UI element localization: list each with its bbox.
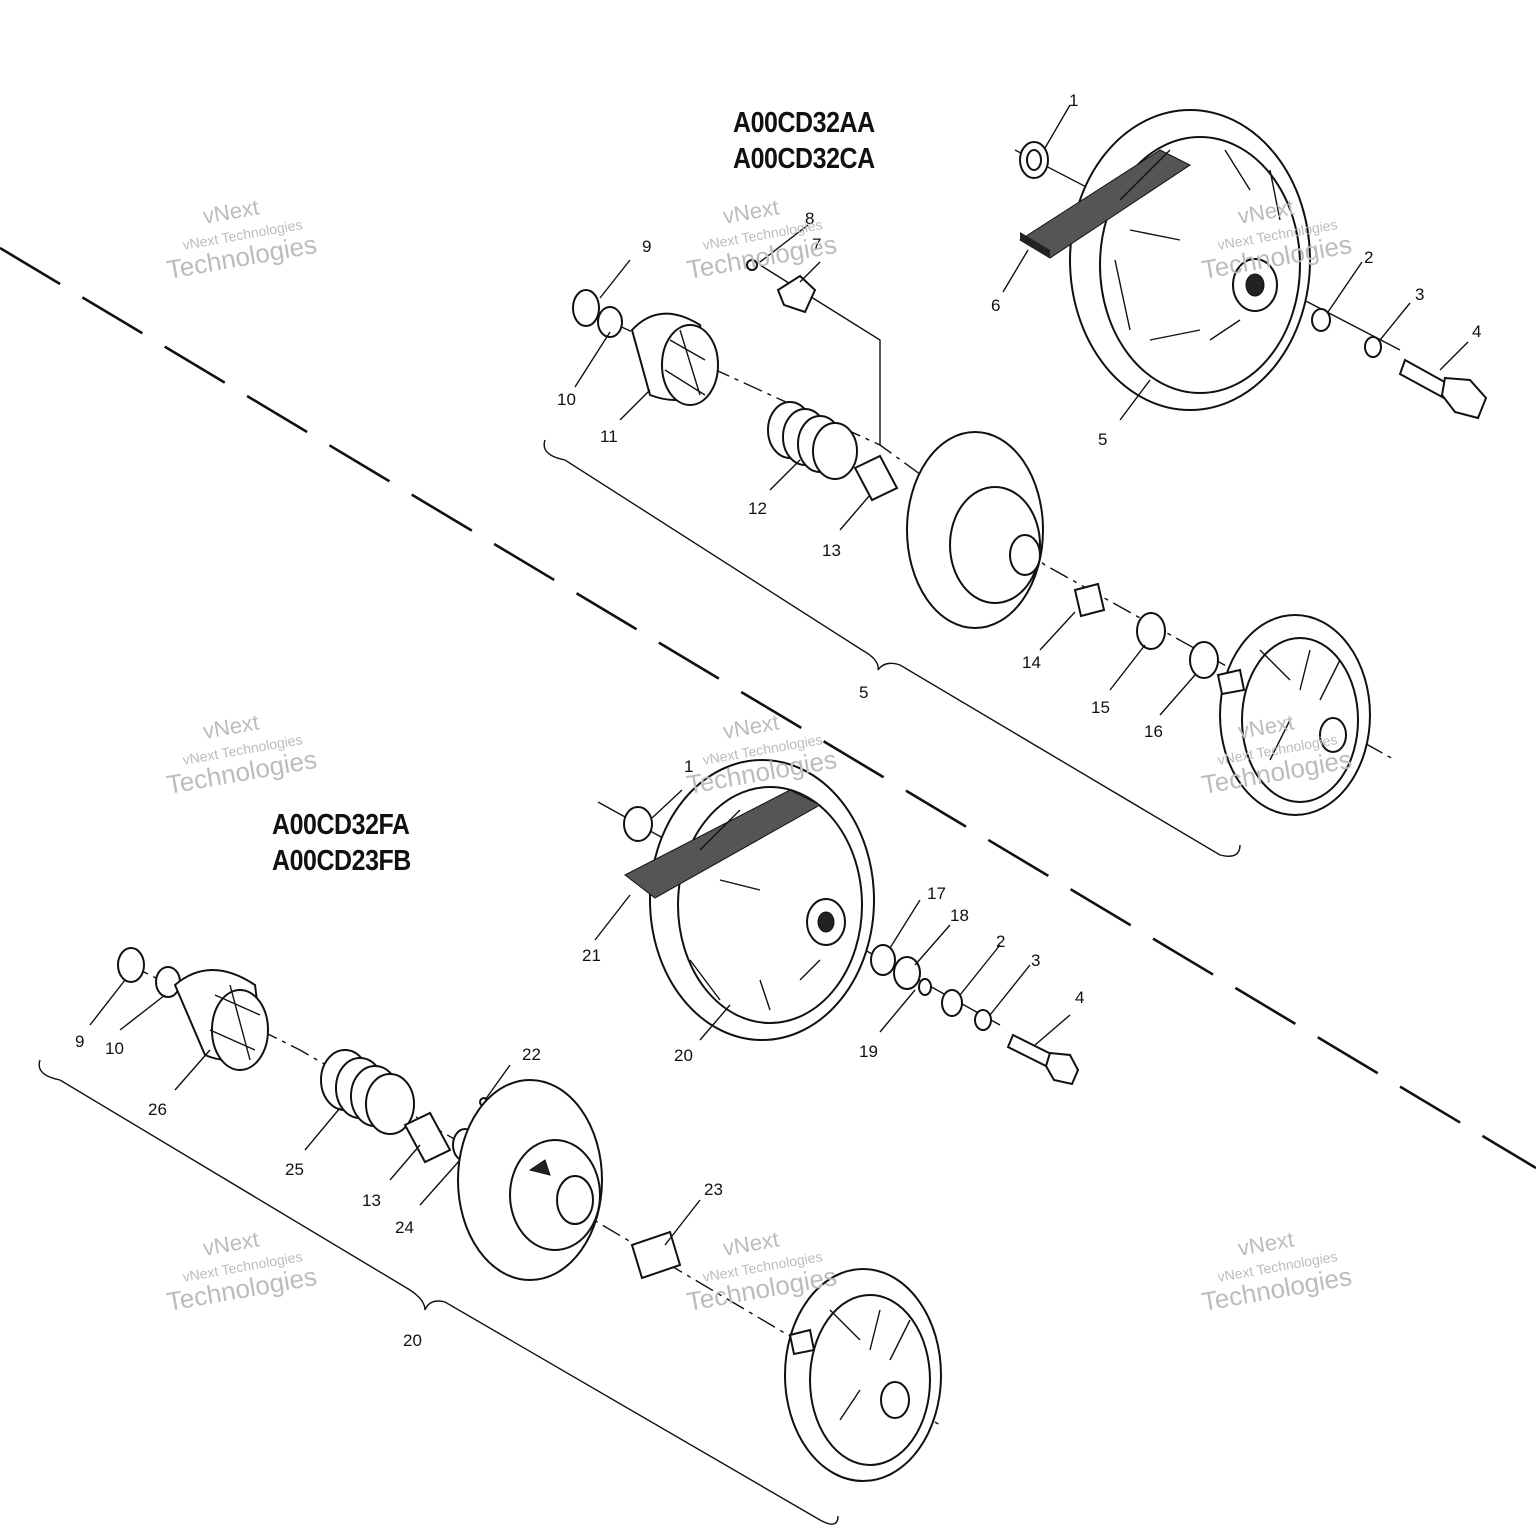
callout: 4 <box>1472 322 1481 341</box>
cam-11 <box>630 312 719 406</box>
group-2-title-2: A00CD23FB <box>272 845 411 877</box>
callout: 20 <box>674 1046 693 1065</box>
group-1-parts <box>543 109 1488 857</box>
callout: 17 <box>927 884 946 903</box>
callout: 9 <box>642 237 651 256</box>
callout: 15 <box>1091 698 1110 717</box>
bolt-4 <box>1398 358 1488 420</box>
bolt-4b <box>1006 1033 1080 1086</box>
button-7 <box>776 274 817 314</box>
watermarks: vNext vNext Technologies Technologies vN… <box>164 194 1354 1316</box>
callout: 3 <box>1031 951 1040 970</box>
spring-25 <box>320 1049 415 1135</box>
watermark-line1: vNext <box>721 709 781 743</box>
fixed-sheave-2 <box>784 1268 942 1482</box>
watermark-line1: vNext <box>721 1226 781 1260</box>
callout: 5 <box>1098 430 1107 449</box>
watermark-line1: vNext <box>201 709 261 743</box>
driven-pulley-20 <box>624 759 875 1041</box>
fixed-sheave <box>1216 614 1371 816</box>
callout: 21 <box>582 946 601 965</box>
callout: 11 <box>600 427 618 446</box>
callout: 1 <box>684 757 693 776</box>
callout: 16 <box>1144 722 1163 741</box>
callout: 12 <box>748 499 767 518</box>
callout: 22 <box>522 1045 541 1064</box>
callout: 8 <box>805 209 814 228</box>
spring-12 <box>767 401 858 480</box>
watermark-line1: vNext <box>201 1226 261 1260</box>
cam-26 <box>173 969 269 1071</box>
callout: 7 <box>812 235 821 254</box>
callout: 13 <box>362 1191 381 1210</box>
callout: 23 <box>704 1180 723 1199</box>
callout: 25 <box>285 1160 304 1179</box>
washer-2 <box>1311 308 1331 332</box>
group-2-parts <box>38 759 1080 1525</box>
bushing-23 <box>630 1230 682 1280</box>
callout: 14 <box>1022 653 1041 672</box>
callout: 18 <box>950 906 969 925</box>
callout: 24 <box>395 1218 414 1237</box>
callout: 5 <box>859 683 868 702</box>
callout: 26 <box>148 1100 167 1119</box>
group-2-callouts: 1 17 18 2 3 4 21 20 19 9 10 26 22 25 13 … <box>75 757 1084 1350</box>
bushing-13 <box>853 454 899 502</box>
callout: 9 <box>75 1032 84 1051</box>
moveable-sheave-2 <box>457 1079 603 1281</box>
callout: 1 <box>1069 91 1078 110</box>
callout: 4 <box>1075 988 1084 1007</box>
callout: 19 <box>859 1042 878 1061</box>
callout: 6 <box>991 296 1000 315</box>
callout: 2 <box>1364 248 1373 267</box>
group-2-title-1: A00CD32FA <box>272 809 410 841</box>
callout: 2 <box>996 932 1005 951</box>
group-1-title-2: A00CD32CA <box>733 143 875 175</box>
group-1-callouts: 1 2 3 4 5 6 7 8 9 10 11 12 13 5 14 15 16 <box>557 91 1481 741</box>
driven-pulley-5 <box>1019 109 1311 411</box>
moveable-sheave <box>906 431 1044 629</box>
callout: 3 <box>1415 285 1424 304</box>
watermark-line1: vNext <box>201 194 261 228</box>
callout: 20 <box>403 1331 422 1350</box>
callout: 10 <box>105 1039 124 1058</box>
watermark-line1: vNext <box>1236 1226 1296 1260</box>
watermark-line1: vNext <box>721 194 781 228</box>
callout: 10 <box>557 390 576 409</box>
center-axis-line <box>0 246 1536 1170</box>
callout: 13 <box>822 541 841 560</box>
leader-lines <box>89 104 1469 1246</box>
group-1-title-1: A00CD32AA <box>733 107 875 139</box>
